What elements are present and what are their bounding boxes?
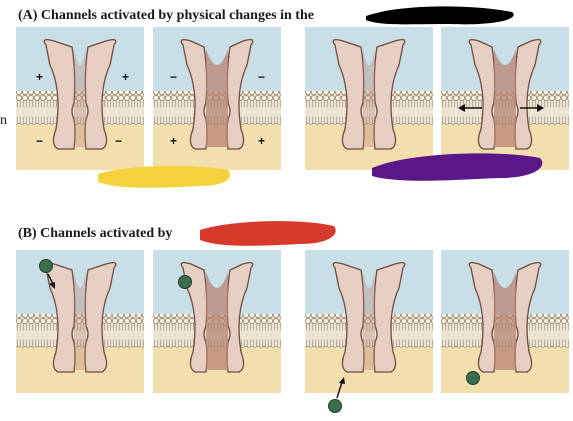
redaction-mark-black <box>366 6 514 25</box>
charge-sign: − <box>36 134 43 148</box>
charge-sign: + <box>36 70 43 84</box>
section-b-title: (B) Channels activated by <box>18 226 172 241</box>
edge-text: n <box>0 113 7 128</box>
lipid-bilayer <box>305 91 433 125</box>
extracellular-region <box>16 27 144 91</box>
charge-sign: + <box>122 70 129 84</box>
ligand <box>328 399 342 413</box>
ion-channel <box>468 39 542 150</box>
ion-channel <box>332 39 406 150</box>
ligand <box>178 275 192 289</box>
stretch-arrows <box>458 104 544 112</box>
ligand-arrowhead <box>49 282 55 289</box>
ligand-arrow <box>336 381 343 399</box>
lipid-bilayer <box>305 314 433 348</box>
extracellular-region <box>305 27 433 91</box>
panel-b1-ligand-approaching-outside <box>16 250 144 393</box>
ion-channel <box>43 39 117 150</box>
charge-sign: − <box>115 134 122 148</box>
extracellular-region <box>305 250 433 314</box>
ion-channel <box>468 262 542 373</box>
ion-channel <box>43 262 117 373</box>
ligand <box>39 259 53 273</box>
panel-b2-ligand-bound-outside <box>153 250 281 393</box>
ion-channel <box>180 262 254 373</box>
redaction-mark-purple <box>372 153 543 181</box>
ligand-arrowhead <box>339 377 345 384</box>
lipid-bilayer <box>16 91 144 125</box>
redaction-mark-red <box>200 221 336 246</box>
extracellular-region <box>16 250 144 314</box>
ion-channel <box>180 39 254 150</box>
charge-sign: − <box>170 70 177 84</box>
ligand <box>466 371 480 385</box>
panel-a2-voltage-open <box>153 27 281 170</box>
panel-b3-ligand-approaching-inside <box>305 250 433 393</box>
panel-a4-stretch-open <box>441 27 569 170</box>
ion-channel <box>332 262 406 373</box>
panel-a1-voltage-depolarized <box>16 27 144 170</box>
panel-b4-ligand-bound-inside <box>441 250 569 393</box>
panel-a3-stretch-closed <box>305 27 433 170</box>
redaction-mark-yellow <box>98 165 230 188</box>
section-a-title: (A) Channels activated by physical chang… <box>18 8 314 23</box>
lipid-bilayer <box>16 314 144 348</box>
charge-sign: + <box>170 134 177 148</box>
charge-sign: − <box>258 70 265 84</box>
ligand-arrow <box>47 273 54 285</box>
charge-sign: + <box>258 134 265 148</box>
